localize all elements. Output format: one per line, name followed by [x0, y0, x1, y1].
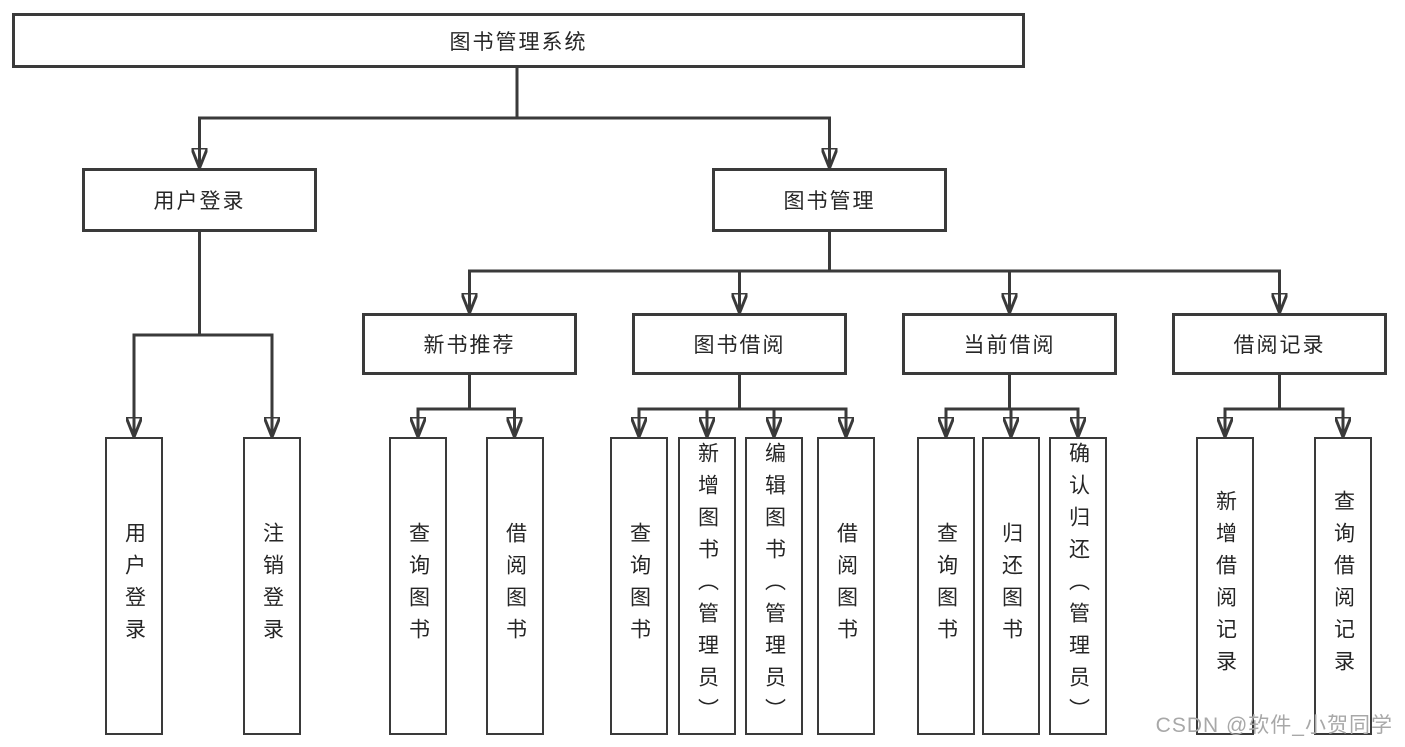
node-borrow-records: 借阅记录 — [1172, 313, 1387, 375]
leaf-newbook-query: 查询图书 — [389, 437, 447, 735]
node-new-book-recommend-label: 新书推荐 — [423, 334, 516, 357]
leaf-current-query-label: 查询图书 — [934, 522, 958, 650]
node-current-borrow: 当前借阅 — [902, 313, 1117, 375]
leaf-records-add-label: 新增借阅记录 — [1213, 490, 1237, 682]
node-current-borrow-label: 当前借阅 — [963, 334, 1056, 357]
leaf-records-add: 新增借阅记录 — [1196, 437, 1254, 735]
leaf-borrow-edit-admin: 编辑图书（管理员） — [745, 437, 803, 735]
node-book-borrow: 图书借阅 — [632, 313, 847, 375]
leaf-current-confirm-admin-label: 确认归还（管理员） — [1066, 442, 1090, 730]
node-root-label: 图书管理系统 — [449, 30, 588, 54]
leaf-borrow-add-admin-label: 新增图书（管理员） — [695, 442, 719, 730]
leaf-records-query: 查询借阅记录 — [1314, 437, 1372, 735]
leaf-current-return: 归还图书 — [982, 437, 1040, 735]
leaf-borrow-add-admin: 新增图书（管理员） — [678, 437, 736, 735]
leaf-newbook-borrow: 借阅图书 — [486, 437, 544, 735]
leaf-newbook-borrow-label: 借阅图书 — [503, 522, 527, 650]
node-book-management: 图书管理 — [712, 168, 947, 232]
node-borrow-records-label: 借阅记录 — [1233, 334, 1326, 357]
leaf-user-login: 用户登录 — [105, 437, 163, 735]
leaf-records-query-label: 查询借阅记录 — [1331, 490, 1355, 682]
csdn-watermark: CSDN @软件_小贺同学 — [1155, 714, 1393, 737]
leaf-borrow-edit-admin-label: 编辑图书（管理员） — [762, 442, 786, 730]
leaf-borrow-query-label: 查询图书 — [627, 522, 651, 650]
node-root: 图书管理系统 — [12, 13, 1025, 68]
node-user-login-label: 用户登录 — [153, 190, 246, 213]
leaf-current-query: 查询图书 — [917, 437, 975, 735]
leaf-newbook-query-label: 查询图书 — [406, 522, 430, 650]
leaf-user-login-label: 用户登录 — [122, 522, 146, 650]
leaf-borrow-book-label: 借阅图书 — [834, 522, 858, 650]
leaf-borrow-query: 查询图书 — [610, 437, 668, 735]
leaf-borrow-book: 借阅图书 — [817, 437, 875, 735]
node-new-book-recommend: 新书推荐 — [362, 313, 577, 375]
node-book-management-label: 图书管理 — [783, 190, 876, 213]
node-book-borrow-label: 图书借阅 — [693, 334, 786, 357]
leaf-logout-label: 注销登录 — [260, 522, 284, 650]
leaf-logout: 注销登录 — [243, 437, 301, 735]
leaf-current-confirm-admin: 确认归还（管理员） — [1049, 437, 1107, 735]
leaf-current-return-label: 归还图书 — [999, 522, 1023, 650]
node-user-login: 用户登录 — [82, 168, 317, 232]
